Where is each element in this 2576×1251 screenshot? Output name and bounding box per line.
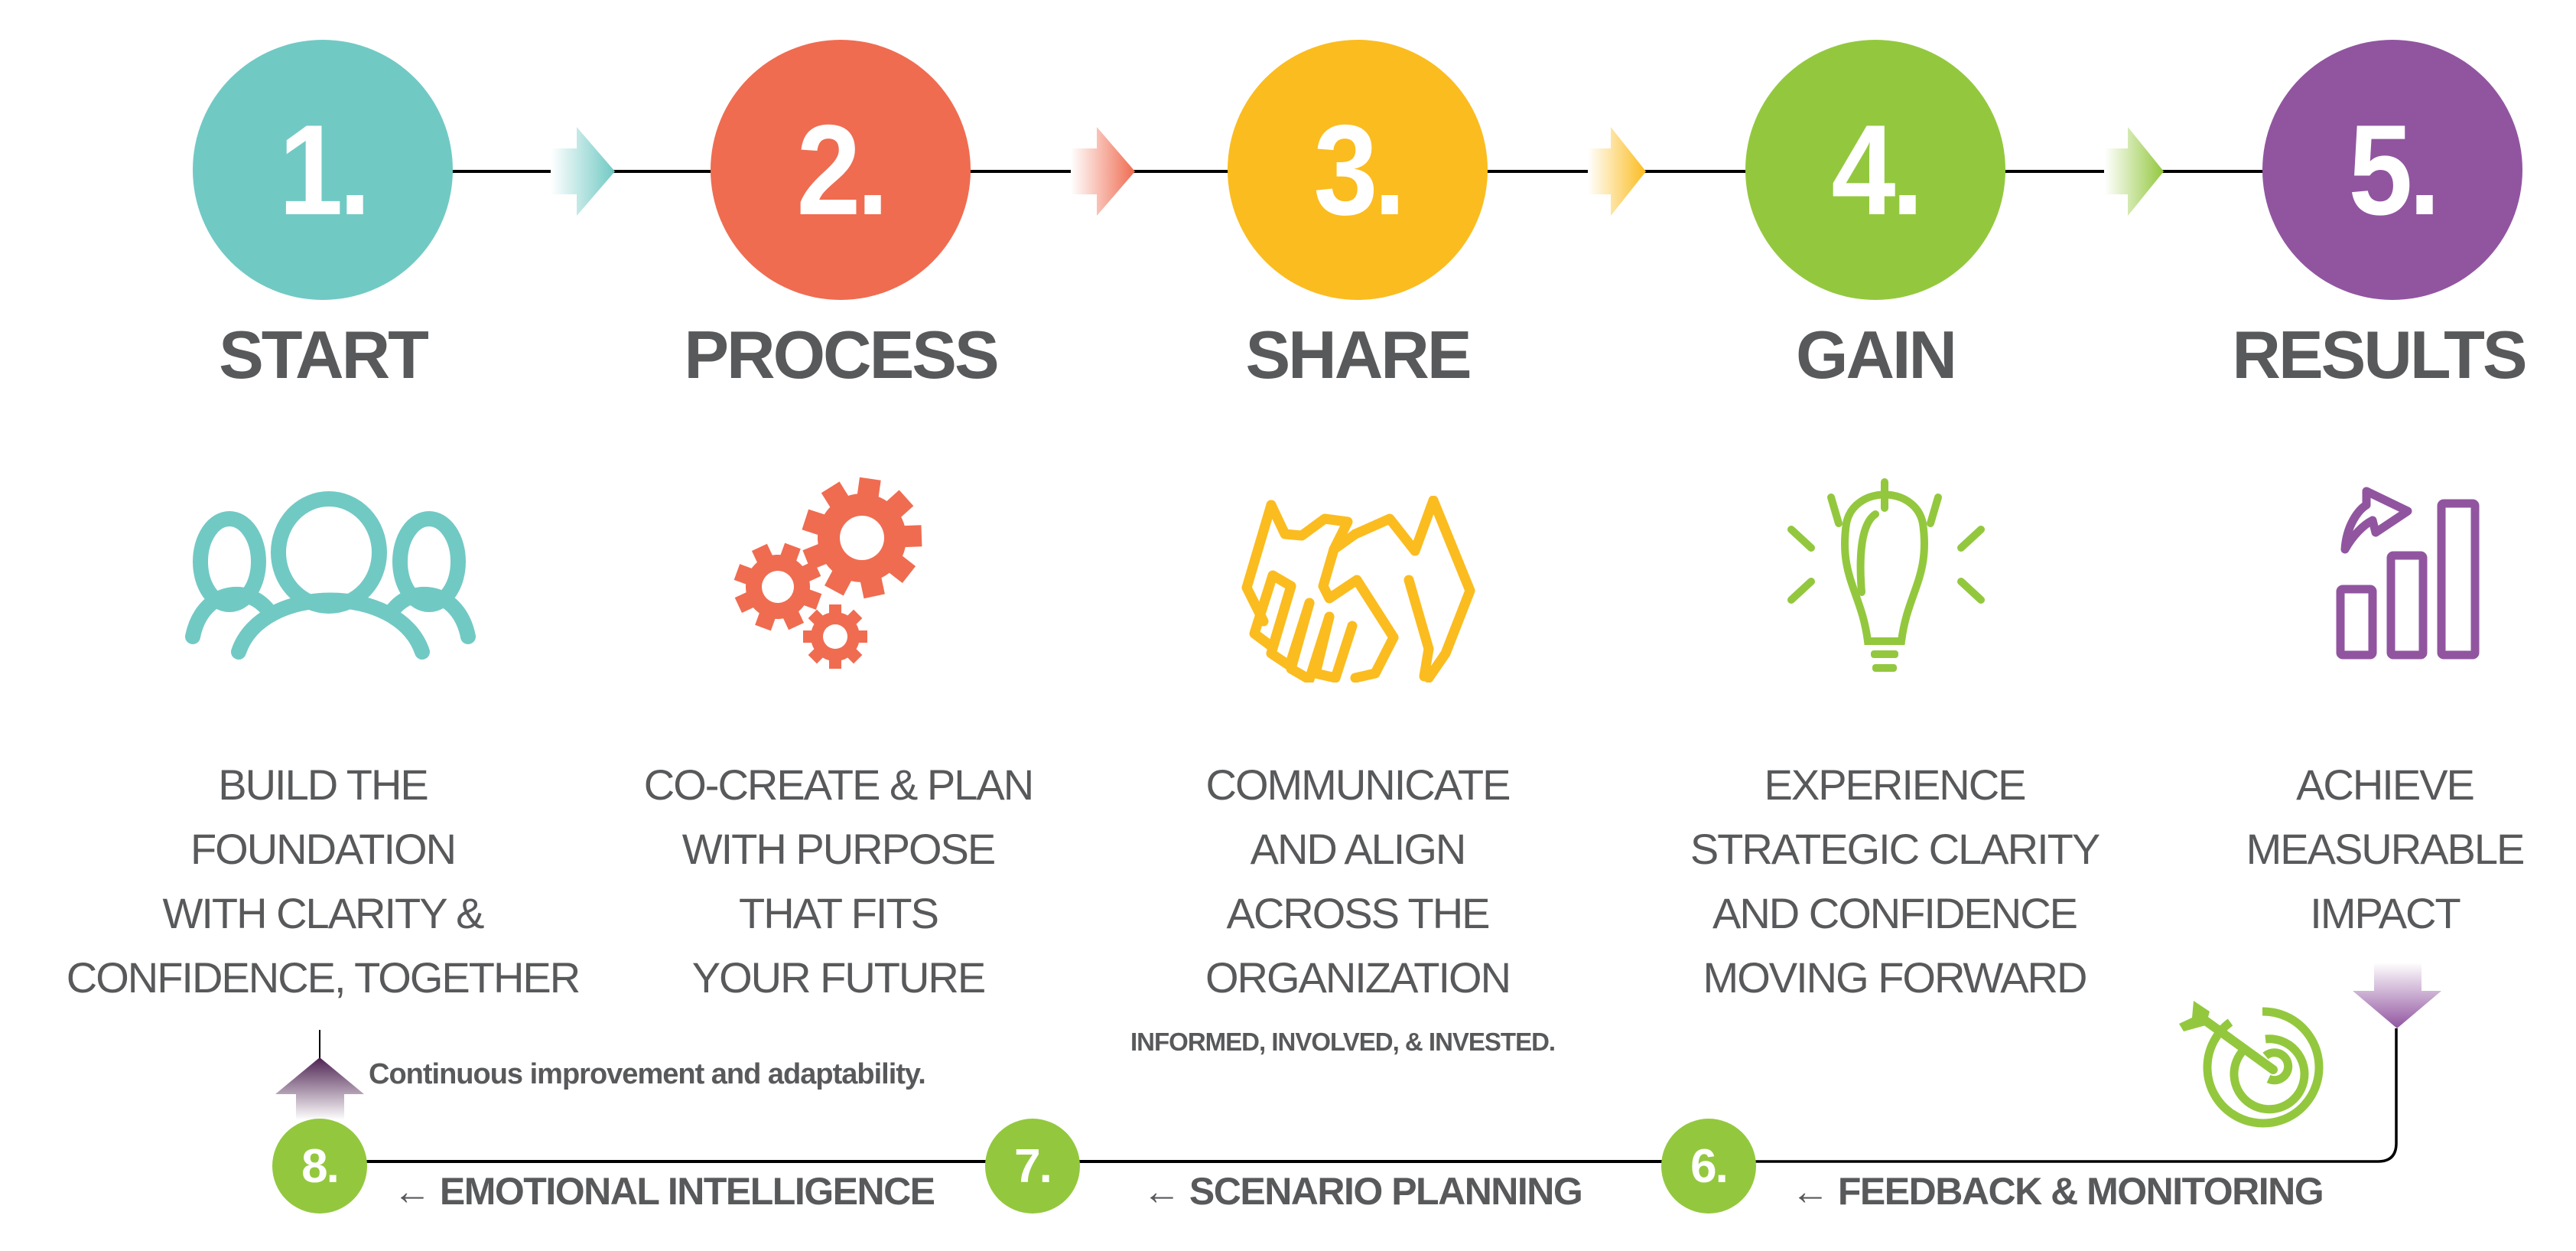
arrow-up-icon bbox=[275, 1057, 364, 1120]
step-4-title: GAIN bbox=[1796, 317, 1957, 393]
share-note: INFORMED, INVOLVED, & INVESTED. bbox=[1130, 1028, 1556, 1056]
step-7-label: ← SCENARIO PLANNING bbox=[1143, 1170, 1583, 1213]
arrow-right-icon bbox=[551, 127, 615, 216]
connector-line-7-8 bbox=[366, 1160, 987, 1163]
connector-line-3-4b bbox=[1644, 170, 1748, 173]
description-line: ACROSS THE bbox=[1226, 889, 1490, 937]
description-line: AND CONFIDENCE bbox=[1712, 889, 2078, 937]
step-5-circle: 5. bbox=[2262, 40, 2522, 300]
connector-line-2-3b bbox=[1134, 170, 1230, 173]
arrow-down-icon bbox=[2353, 963, 2441, 1028]
step-6-circle: 6. bbox=[1661, 1119, 1756, 1214]
step-1-number: 1. bbox=[278, 98, 371, 242]
description-line: YOUR FUTURE bbox=[691, 953, 986, 1002]
step-6-number: 6. bbox=[1690, 1139, 1729, 1193]
connector-line-2-3a bbox=[968, 170, 1071, 173]
connector-line-1-2a bbox=[451, 170, 551, 173]
description-line: ORGANIZATION bbox=[1205, 953, 1511, 1002]
description-line: AND ALIGN bbox=[1250, 825, 1467, 873]
step-2-circle: 2. bbox=[711, 40, 971, 300]
people-group-icon bbox=[185, 491, 476, 660]
step-3-number: 3. bbox=[1313, 98, 1406, 242]
description-line: CO-CREATE & PLAN bbox=[643, 761, 1034, 809]
step-3-description: COMMUNICATE AND ALIGN ACROSS THE ORGANIZ… bbox=[1067, 753, 1648, 1010]
step-8-circle: 8. bbox=[272, 1119, 367, 1214]
step-1-circle: 1. bbox=[193, 40, 453, 300]
step-6-label: ← FEEDBACK & MONITORING bbox=[1791, 1170, 2324, 1213]
growth-chart-icon bbox=[2336, 487, 2480, 660]
lightbulb-icon bbox=[1787, 478, 1985, 672]
description-line: THAT FITS bbox=[739, 889, 939, 937]
step-1-title: START bbox=[219, 317, 429, 393]
description-line: IMPACT bbox=[2310, 889, 2461, 937]
step-7-number: 7. bbox=[1014, 1139, 1052, 1193]
description-line: WITH PURPOSE bbox=[681, 825, 996, 873]
connector-line-3-4a bbox=[1484, 170, 1588, 173]
target-arrow-icon bbox=[2179, 1001, 2324, 1128]
description-line: STRATEGIC CLARITY bbox=[1690, 825, 2100, 873]
step-2-number: 2. bbox=[796, 98, 889, 242]
connector-line-4-5b bbox=[2161, 170, 2265, 173]
connector-line-1-2b bbox=[612, 170, 713, 173]
step-4-circle: 4. bbox=[1745, 40, 2005, 300]
connector-line-6-7 bbox=[1078, 1160, 1663, 1163]
description-line: EXPERIENCE bbox=[1764, 761, 2027, 809]
step-2-description: CO-CREATE & PLAN WITH PURPOSE THAT FITS … bbox=[548, 753, 1129, 1010]
step-8-label: ← EMOTIONAL INTELLIGENCE bbox=[393, 1170, 935, 1213]
loop-note: Continuous improvement and adaptability. bbox=[369, 1058, 926, 1090]
step-5-number: 5. bbox=[2348, 98, 2441, 242]
arrow-right-icon bbox=[2105, 127, 2164, 216]
arrow-right-icon bbox=[1071, 127, 1135, 216]
step-2-title: PROCESS bbox=[684, 317, 999, 393]
step-3-title: SHARE bbox=[1245, 317, 1472, 393]
description-line: FOUNDATION bbox=[190, 825, 457, 873]
connector-line-4-5a bbox=[2002, 170, 2104, 173]
loop-return-line bbox=[319, 1030, 320, 1060]
description-line: ACHIEVE bbox=[2296, 761, 2475, 809]
step-4-description: EXPERIENCE STRATEGIC CLARITY AND CONFIDE… bbox=[1604, 753, 2185, 1010]
description-line: MEASURABLE bbox=[2246, 825, 2526, 873]
handshake-icon bbox=[1241, 496, 1475, 683]
gears-icon bbox=[733, 477, 922, 669]
description-line: COMMUNICATE bbox=[1205, 761, 1511, 809]
feedback-loop-connector bbox=[1755, 1028, 2398, 1163]
step-5-title: RESULTS bbox=[2232, 317, 2527, 393]
step-4-number: 4. bbox=[1831, 98, 1924, 242]
step-1-description: BUILD THE FOUNDATION WITH CLARITY & CONF… bbox=[32, 753, 613, 1010]
step-8-number: 8. bbox=[301, 1139, 340, 1193]
description-line: WITH CLARITY & bbox=[162, 889, 484, 937]
description-line: BUILD THE bbox=[218, 761, 428, 809]
description-line: MOVING FORWARD bbox=[1703, 953, 2088, 1002]
arrow-right-icon bbox=[1588, 127, 1646, 216]
description-line: CONFIDENCE, TOGETHER bbox=[66, 953, 581, 1002]
step-3-circle: 3. bbox=[1228, 40, 1488, 300]
step-7-circle: 7. bbox=[985, 1119, 1080, 1214]
step-5-description: ACHIEVE MEASURABLE IMPACT bbox=[2094, 753, 2576, 946]
